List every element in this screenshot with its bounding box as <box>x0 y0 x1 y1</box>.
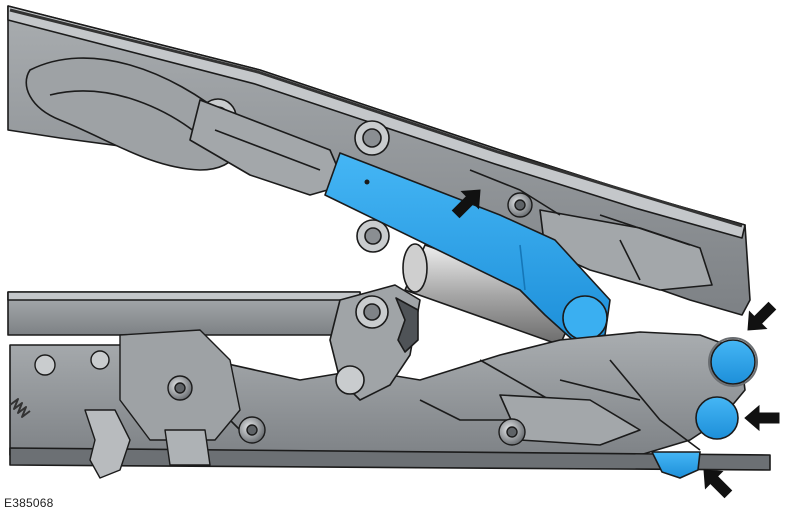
left-small-pivot-2 <box>90 350 110 370</box>
highlighted-lower-pivot <box>695 396 739 440</box>
bolt-icon <box>167 375 193 401</box>
bolts <box>167 192 533 446</box>
lower-rail-bar-top <box>7 291 361 301</box>
highlighted-parts <box>650 337 758 479</box>
upper-link-arm <box>189 99 346 196</box>
highlighted-upper-pivot-ring <box>708 337 758 387</box>
left-small-pivot <box>34 354 56 376</box>
upper-inner-loop <box>25 57 241 171</box>
center-pivot-inner <box>363 303 381 321</box>
highlighted-bracket-tab <box>650 451 701 479</box>
highlighted-upper-link-dot <box>364 179 370 185</box>
figure-id-label: E385068 <box>4 496 54 510</box>
strut-end <box>402 243 428 293</box>
arrow-icon <box>744 404 780 432</box>
callout-arrows <box>451 189 780 499</box>
upper-frame <box>7 5 751 316</box>
arrow-icon <box>747 301 777 331</box>
center-bracket-clip <box>395 297 419 353</box>
left-block <box>164 429 211 466</box>
upper-rear-pivot-inner <box>364 227 382 245</box>
bolt-icon <box>238 416 266 444</box>
arrow-icon <box>703 469 733 499</box>
bolt-icon <box>498 418 526 446</box>
upper-mid-pivot-inner <box>362 128 382 148</box>
center-bracket <box>329 284 421 401</box>
left-lever <box>84 409 131 479</box>
highlighted-upper-link-pivot <box>562 295 608 341</box>
arrow-icon <box>451 189 481 219</box>
upper-inner-loop-edge <box>49 90 206 141</box>
upper-rail-lip <box>9 8 743 228</box>
bolt-icon <box>507 192 533 218</box>
spring-icon <box>9 398 31 418</box>
upper-right-rib <box>469 169 691 281</box>
highlighted-upper-pivot <box>710 339 756 385</box>
center-lower-pivot <box>335 365 365 395</box>
